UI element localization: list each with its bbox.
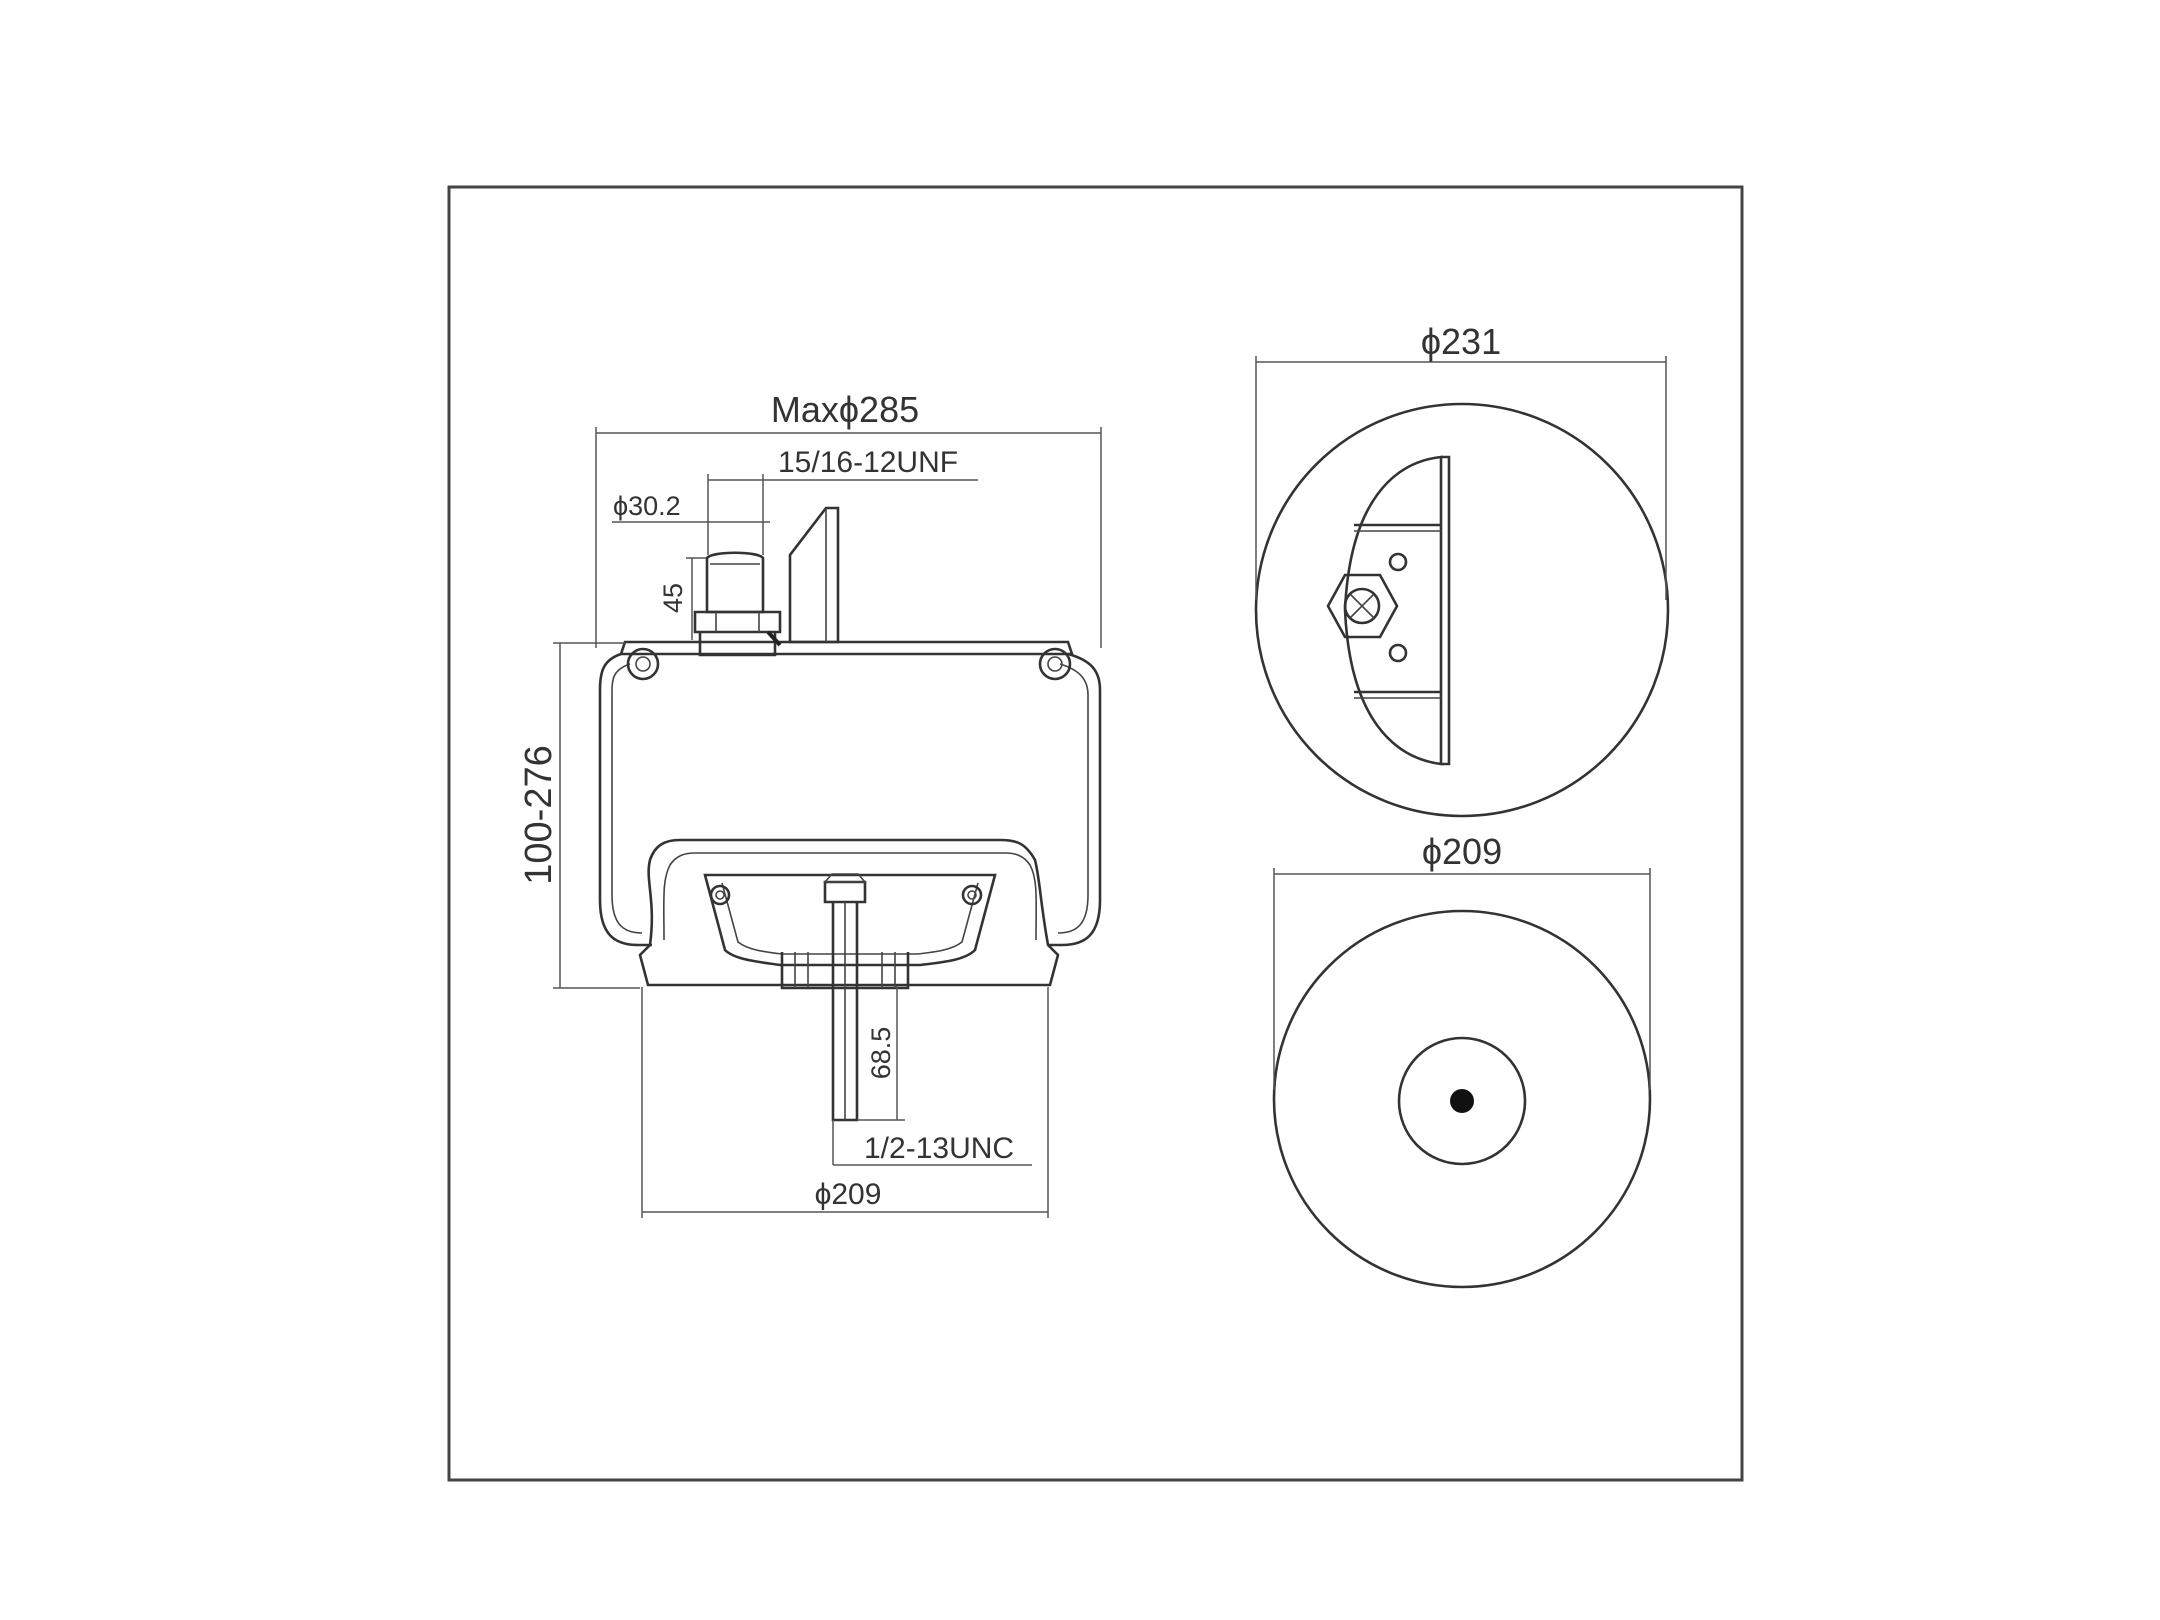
bead-ring-left	[626, 647, 660, 681]
piston-inner	[662, 852, 1038, 941]
piston-hub-ribs	[794, 952, 896, 988]
top-view-outline	[1254, 402, 1670, 818]
height-range-label: 100-276	[518, 745, 560, 884]
bottom-view-inner-ring	[1397, 1036, 1527, 1166]
top-view-nut-cross	[1349, 593, 1375, 619]
lower-thread-label: 1/2-13UNC	[864, 1132, 1014, 1165]
center-boss	[823, 880, 867, 904]
base-diameter-dim	[641, 987, 1049, 1218]
piston-bolt-right	[961, 884, 983, 906]
piston-outer	[638, 838, 1060, 987]
weld-bead	[766, 630, 782, 647]
top-view-dimension: ϕ231	[1255, 321, 1667, 600]
stud-diameter-label: ϕ30.2	[613, 491, 681, 521]
base-diameter-label: ϕ209	[815, 1178, 882, 1211]
side-dimensions: Maxϕ285 15/16-12UNF ϕ30.2 45 100-276 68.…	[518, 389, 1102, 1218]
bottom-view-dimension: ϕ209	[1273, 831, 1651, 1090]
lower-thread-leader	[832, 1120, 1032, 1166]
upper-thread-label: 15/16-12UNF	[778, 446, 958, 479]
upper-thread-leader	[707, 474, 978, 555]
top-view-plate-bar	[1441, 455, 1451, 766]
top-view-nut-circle	[1343, 587, 1381, 625]
center-boss-top	[823, 873, 867, 883]
top-view-ribs	[1354, 523, 1441, 694]
bottom-view-outline	[1272, 909, 1652, 1289]
upper-nut-base	[698, 632, 777, 657]
top-view	[1254, 402, 1670, 818]
bracket	[788, 506, 840, 644]
height-range-dim	[553, 642, 640, 989]
piston-bolt-left	[709, 884, 731, 906]
drawing-frame	[447, 185, 1744, 1482]
upper-stud	[705, 551, 765, 614]
bellow-inner-right	[1057, 663, 1089, 934]
stud-length-label: 68.5	[866, 1027, 896, 1080]
max-diameter-label: Maxϕ285	[771, 389, 919, 430]
bellow-outer-left	[598, 652, 652, 947]
bottom-view-center-dot	[1450, 1089, 1474, 1113]
bottom-view	[1272, 909, 1652, 1289]
upper-nut-lines	[715, 612, 760, 632]
bellow-inner-left	[611, 663, 643, 934]
top-view-diameter-label: ϕ231	[1421, 321, 1501, 362]
max-diameter-dim	[595, 427, 1102, 648]
top-view-hole-upper	[1388, 552, 1408, 572]
top-plate	[619, 640, 1074, 656]
side-view	[598, 506, 1102, 1122]
bellow-outer	[1048, 652, 1102, 947]
stud-height-dim	[686, 557, 706, 640]
top-view-ribs-2	[1354, 530, 1441, 699]
bead-ring-right	[1038, 647, 1072, 681]
top-view-hex-nut	[1326, 573, 1399, 639]
bottom-view-diameter-label: ϕ209	[1422, 831, 1502, 872]
top-view-hole-lower	[1388, 643, 1408, 663]
stud-length-dim	[857, 986, 905, 1121]
piston-cup-inner	[721, 882, 979, 955]
top-view-plate	[1343, 455, 1443, 766]
upper-nut	[693, 610, 782, 634]
stud-height-label: 45	[658, 583, 688, 613]
piston-cup-outer	[703, 873, 997, 967]
